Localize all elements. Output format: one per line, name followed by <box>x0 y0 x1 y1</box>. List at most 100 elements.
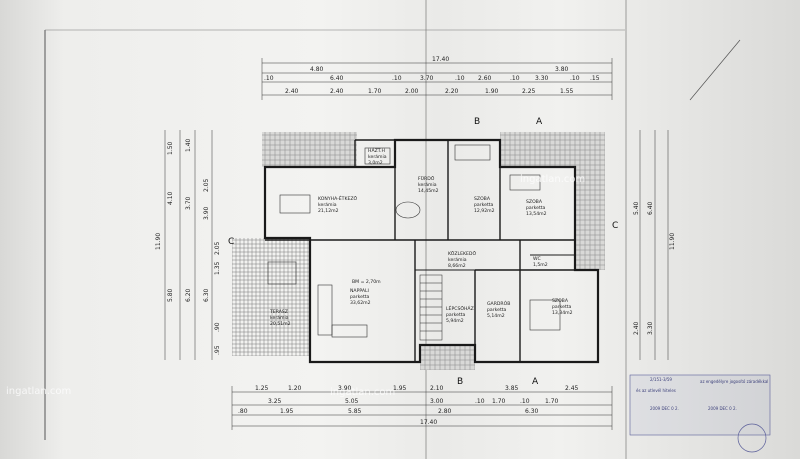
bottom-dim: 3.90 <box>338 385 352 392</box>
watermark: ingatlan.com <box>6 386 71 397</box>
left-dim: 1.50 <box>167 141 174 155</box>
room-gardrob: GARDRÓB parketta 5,14m2 <box>487 300 510 319</box>
bottom-dim: 1.95 <box>280 408 294 415</box>
section-mark-a-top: A <box>536 117 543 127</box>
bottom-dim: 5.85 <box>348 408 362 415</box>
svg-text:parketta: parketta <box>474 202 494 208</box>
svg-text:kerámia: kerámia <box>318 201 337 208</box>
bottom-dim: 1.95 <box>393 385 407 392</box>
svg-text:kerámia: kerámia <box>270 314 289 321</box>
bottom-dim: 1.70 <box>545 398 559 405</box>
top-dim: 2.40 <box>330 88 344 95</box>
svg-text:SZOBA: SZOBA <box>526 199 543 205</box>
bottom-dim: 2.45 <box>565 385 579 392</box>
right-dim-total: 11.90 <box>669 233 676 250</box>
bottom-dim: 5.05 <box>345 398 359 405</box>
room-lepcsohaz: LÉPCSŐHÁZ parketta 5,94m2 <box>446 304 474 324</box>
paper-fold <box>425 0 427 459</box>
svg-text:33,62m2: 33,62m2 <box>350 300 371 306</box>
room-kozlekedo: KÖZLEKEDŐ kerámia 8,66m2 <box>448 250 476 269</box>
site-line <box>689 39 741 101</box>
svg-text:8,66m2: 8,66m2 <box>448 263 466 269</box>
room-konyha: KONYHA-ÉTKEZŐ kerámia 21,12m2 <box>318 194 358 214</box>
top-dim: 4.80 <box>310 66 324 73</box>
svg-text:2009 DEC 0 2.: 2009 DEC 0 2. <box>650 406 679 411</box>
room-szoba-2: SZOBA parketta 13,54m2 <box>526 199 547 217</box>
approval-stamp: az engedélyre jogosító záradékkal és az … <box>629 374 771 453</box>
svg-text:1,5m2: 1,5m2 <box>533 262 548 268</box>
top-dim: .10 <box>455 75 465 82</box>
svg-text:LÉPCSŐHÁZ: LÉPCSŐHÁZ <box>446 304 474 312</box>
svg-text:kerámia: kerámia <box>368 153 387 160</box>
left-dim: 2.05 <box>203 178 210 192</box>
left-dim: 3.70 <box>185 196 192 210</box>
svg-text:HÁZT.H: HÁZT.H <box>368 147 385 154</box>
left-dim: 3.90 <box>203 206 210 220</box>
bottom-dim: 6.30 <box>525 408 539 415</box>
svg-text:parketta: parketta <box>526 205 546 211</box>
top-dim: .10 <box>392 75 402 82</box>
right-dim: 5.40 <box>633 201 640 215</box>
top-dim: 1.90 <box>485 88 499 95</box>
paper-fold <box>625 0 627 459</box>
top-dim: .10 <box>264 75 274 82</box>
svg-text:parketta: parketta <box>350 294 370 300</box>
section-mark-b-top: B <box>474 117 480 127</box>
top-dimensions <box>261 58 613 100</box>
svg-text:az engedélyre jogosító záradék: az engedélyre jogosító záradékkal <box>700 379 768 384</box>
svg-text:TERASZ: TERASZ <box>269 309 288 315</box>
top-dim: 2.40 <box>285 88 299 95</box>
bottom-dimensions <box>231 386 613 430</box>
bottom-dim: 1.20 <box>288 385 302 392</box>
left-dim: 5.80 <box>167 288 174 302</box>
bottom-dim: 3.85 <box>505 385 519 392</box>
room-furdo: FÜRDŐ kerámia 14,45m2 <box>418 175 439 194</box>
top-dim: .10 <box>570 75 580 82</box>
bottom-dim: 3.25 <box>268 398 282 405</box>
svg-text:13,34m2: 13,34m2 <box>552 310 573 316</box>
svg-text:3,0m2: 3,0m2 <box>368 160 383 166</box>
left-dim: .95 <box>214 345 221 355</box>
svg-text:parketta: parketta <box>552 304 572 310</box>
bottom-dim: 2.80 <box>438 408 452 415</box>
svg-text:kerámia: kerámia <box>418 181 437 188</box>
section-mark-b-bottom: B <box>457 377 463 387</box>
section-mark-c-right: C <box>612 221 618 231</box>
watermark: ingatlan.com <box>330 387 395 398</box>
building-walls <box>263 138 600 364</box>
top-dim: 2.25 <box>522 88 536 95</box>
left-dim: 6.20 <box>185 288 192 302</box>
svg-text:SZOBA: SZOBA <box>474 196 491 202</box>
bottom-dim: .10 <box>475 398 485 405</box>
left-dim: 4.10 <box>167 191 174 205</box>
svg-text:13,54m2: 13,54m2 <box>526 211 547 217</box>
svg-text:12,92m2: 12,92m2 <box>474 208 495 214</box>
room-nappali: NAPPALI parketta 33,62m2 BM = 2,70m <box>350 279 381 306</box>
svg-text:14,45m2: 14,45m2 <box>418 188 439 194</box>
bottom-dim: 1.25 <box>255 385 269 392</box>
room-height: BM = 2,70m <box>352 279 381 285</box>
handwritten-number: 2/151-3/59 <box>650 377 672 382</box>
bottom-dim: .80 <box>238 408 248 415</box>
bottom-dim: 3.00 <box>430 398 444 405</box>
left-dimensions <box>164 130 213 360</box>
svg-text:parketta: parketta <box>487 307 507 313</box>
room-wc: WC 1,5m2 <box>533 256 548 268</box>
svg-text:KÖZLEKEDŐ: KÖZLEKEDŐ <box>448 250 476 257</box>
svg-text:GARDRÓB: GARDRÓB <box>487 300 510 307</box>
top-dim: 3.70 <box>420 75 434 82</box>
svg-text:NAPPALI: NAPPALI <box>350 288 369 294</box>
left-dim-total: 11.90 <box>155 233 162 250</box>
top-dim: 2.60 <box>478 75 492 82</box>
staircase <box>419 274 443 341</box>
svg-text:KONYHA-ÉTKEZŐ: KONYHA-ÉTKEZŐ <box>318 194 358 202</box>
terrace-tiles <box>232 238 310 356</box>
left-dim: 2.05 <box>214 241 221 255</box>
right-dimensions <box>639 130 669 360</box>
svg-text:parketta: parketta <box>446 312 466 318</box>
furniture <box>267 144 561 338</box>
right-dim: 6.40 <box>647 201 654 215</box>
left-dim: .90 <box>214 322 221 332</box>
room-haztech: HÁZT.H kerámia 3,0m2 <box>368 147 387 166</box>
